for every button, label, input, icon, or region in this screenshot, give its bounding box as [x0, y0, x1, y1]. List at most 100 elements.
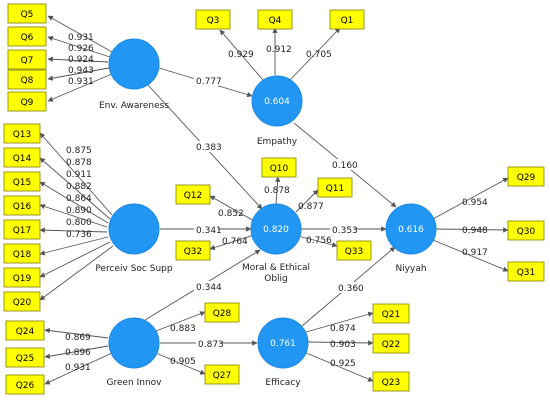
indicator-q3[interactable]: Q3 — [195, 9, 231, 30]
indicator-q19[interactable]: Q19 — [3, 267, 41, 288]
edge-pss-q13 — [39, 132, 113, 216]
edge-pss-q15 — [39, 181, 109, 224]
indicator-q11[interactable]: Q11 — [317, 177, 353, 198]
latent-label-niyyah: Niyyah — [395, 264, 426, 274]
loading-green-q28: 0.883 — [170, 324, 196, 334]
latent-empathy[interactable]: 0.604 — [251, 75, 303, 127]
edge-pss-q17 — [39, 227, 108, 233]
loading-pss-q13: 0.875 — [66, 146, 92, 156]
latent-niyyah[interactable]: 0.616 — [385, 203, 437, 255]
indicator-q13[interactable]: Q13 — [3, 123, 41, 144]
loading-moral-q33: 0.756 — [306, 236, 332, 246]
edge-moral-q12 — [209, 195, 257, 223]
edge-emp-q3 — [219, 29, 264, 81]
loading-eff-q23: 0.925 — [330, 359, 356, 369]
svg-text:Q33: Q33 — [345, 247, 364, 257]
edge-niy-q30 — [435, 227, 509, 233]
indicator-q9[interactable]: Q9 — [7, 91, 47, 112]
indicator-q24[interactable]: Q24 — [5, 320, 45, 341]
indicator-q1[interactable]: Q1 — [329, 9, 365, 30]
svg-text:Q1: Q1 — [341, 16, 354, 26]
svg-text:Q18: Q18 — [13, 250, 32, 260]
loading-moral-q12: 0.852 — [218, 209, 244, 219]
indicator-q4[interactable]: Q4 — [257, 9, 293, 30]
indicator-q28[interactable]: Q28 — [204, 302, 240, 323]
loading-pss-q20: 0.736 — [66, 230, 92, 240]
svg-text:Q9: Q9 — [21, 98, 34, 108]
loading-niy-q31: 0.917 — [462, 248, 488, 258]
svg-text:Q31: Q31 — [517, 268, 536, 278]
indicator-q22[interactable]: Q22 — [372, 333, 410, 354]
latent-label-green: Green Innov — [106, 378, 162, 388]
indicator-q10[interactable]: Q10 — [261, 157, 297, 178]
edge-eff-q22 — [307, 340, 374, 346]
edge-moral-q10 — [274, 176, 281, 205]
indicator-q5[interactable]: Q5 — [7, 3, 47, 24]
edge-pss-q14 — [39, 157, 111, 220]
svg-text:Q26: Q26 — [16, 381, 35, 391]
loading-pss-q18: 0.890 — [66, 206, 92, 216]
latent-green-innov[interactable] — [108, 317, 160, 369]
loading-emp-q3: 0.929 — [228, 50, 254, 60]
latent-label-efficacy: Efficacy — [265, 378, 301, 388]
edge-green-q25 — [44, 345, 109, 359]
latents: Env. Awareness 0.604 Empathy Perceiv Soc… — [95, 38, 437, 388]
loading-niy-q29: 0.954 — [462, 198, 488, 208]
latent-r2-efficacy: 0.761 — [270, 339, 296, 349]
edge-niy-q31 — [432, 239, 509, 272]
indicator-q32[interactable]: Q32 — [175, 240, 211, 261]
indicator-q16[interactable]: Q16 — [3, 195, 41, 216]
svg-text:Q10: Q10 — [270, 164, 289, 174]
indicator-q15[interactable]: Q15 — [3, 171, 41, 192]
svg-text:Q4: Q4 — [269, 16, 282, 26]
indicator-q8[interactable]: Q8 — [7, 69, 47, 90]
indicator-q27[interactable]: Q27 — [204, 364, 240, 385]
svg-text:Q19: Q19 — [13, 274, 32, 284]
edge-green-q28 — [155, 311, 206, 332]
indicator-q30[interactable]: Q30 — [507, 220, 545, 241]
indicator-q17[interactable]: Q17 — [3, 219, 41, 240]
indicator-q14[interactable]: Q14 — [3, 147, 41, 168]
edge-green-q26 — [44, 352, 113, 385]
latent-efficacy[interactable]: 0.761 — [257, 317, 309, 369]
loading-eff-q21: 0.874 — [330, 324, 356, 334]
loading-emp-q1: 0.705 — [306, 50, 332, 60]
edge-env-q6 — [47, 35, 111, 58]
svg-text:Q15: Q15 — [13, 178, 32, 188]
coef-moral-niy: 0.353 — [332, 226, 358, 236]
latent-label-pss: Perceiv Soc Supp — [95, 264, 172, 274]
latent-env-awareness[interactable] — [108, 38, 160, 90]
indicator-q12[interactable]: Q12 — [175, 184, 211, 205]
svg-text:Q20: Q20 — [13, 298, 32, 308]
svg-text:Q3: Q3 — [207, 16, 220, 26]
svg-text:Q14: Q14 — [13, 154, 32, 164]
svg-text:Q32: Q32 — [184, 247, 203, 257]
indicator-q7[interactable]: Q7 — [7, 49, 47, 70]
loading-env-q6: 0.926 — [68, 44, 94, 54]
coef-emp-niy: 0.160 — [332, 161, 358, 171]
indicator-q33[interactable]: Q33 — [336, 240, 372, 261]
indicator-q6[interactable]: Q6 — [7, 26, 47, 47]
latent-r2-niyyah: 0.616 — [398, 225, 424, 235]
svg-text:Q7: Q7 — [21, 56, 34, 66]
indicator-q23[interactable]: Q23 — [372, 371, 410, 392]
latent-label-env: Env. Awareness — [99, 101, 169, 111]
indicator-q20[interactable]: Q20 — [3, 291, 41, 312]
latent-moral-ethical-oblig[interactable]: 0.820 — [250, 203, 302, 255]
indicator-q18[interactable]: Q18 — [3, 243, 41, 264]
indicator-q26[interactable]: Q26 — [5, 374, 45, 395]
latent-perceiv-soc-supp[interactable] — [108, 203, 160, 255]
loading-green-q24: 0.869 — [65, 333, 91, 343]
indicator-q25[interactable]: Q25 — [5, 347, 45, 368]
edge-pss-q20 — [39, 245, 114, 301]
indicator-q29[interactable]: Q29 — [507, 166, 545, 187]
indicator-q21[interactable]: Q21 — [372, 303, 410, 324]
svg-text:Q16: Q16 — [13, 202, 32, 212]
indicator-q31[interactable]: Q31 — [507, 261, 545, 282]
edge-pss-q16 — [39, 203, 108, 228]
edge-niy-q29 — [432, 177, 509, 220]
coef-green-eff: 0.873 — [198, 340, 224, 350]
